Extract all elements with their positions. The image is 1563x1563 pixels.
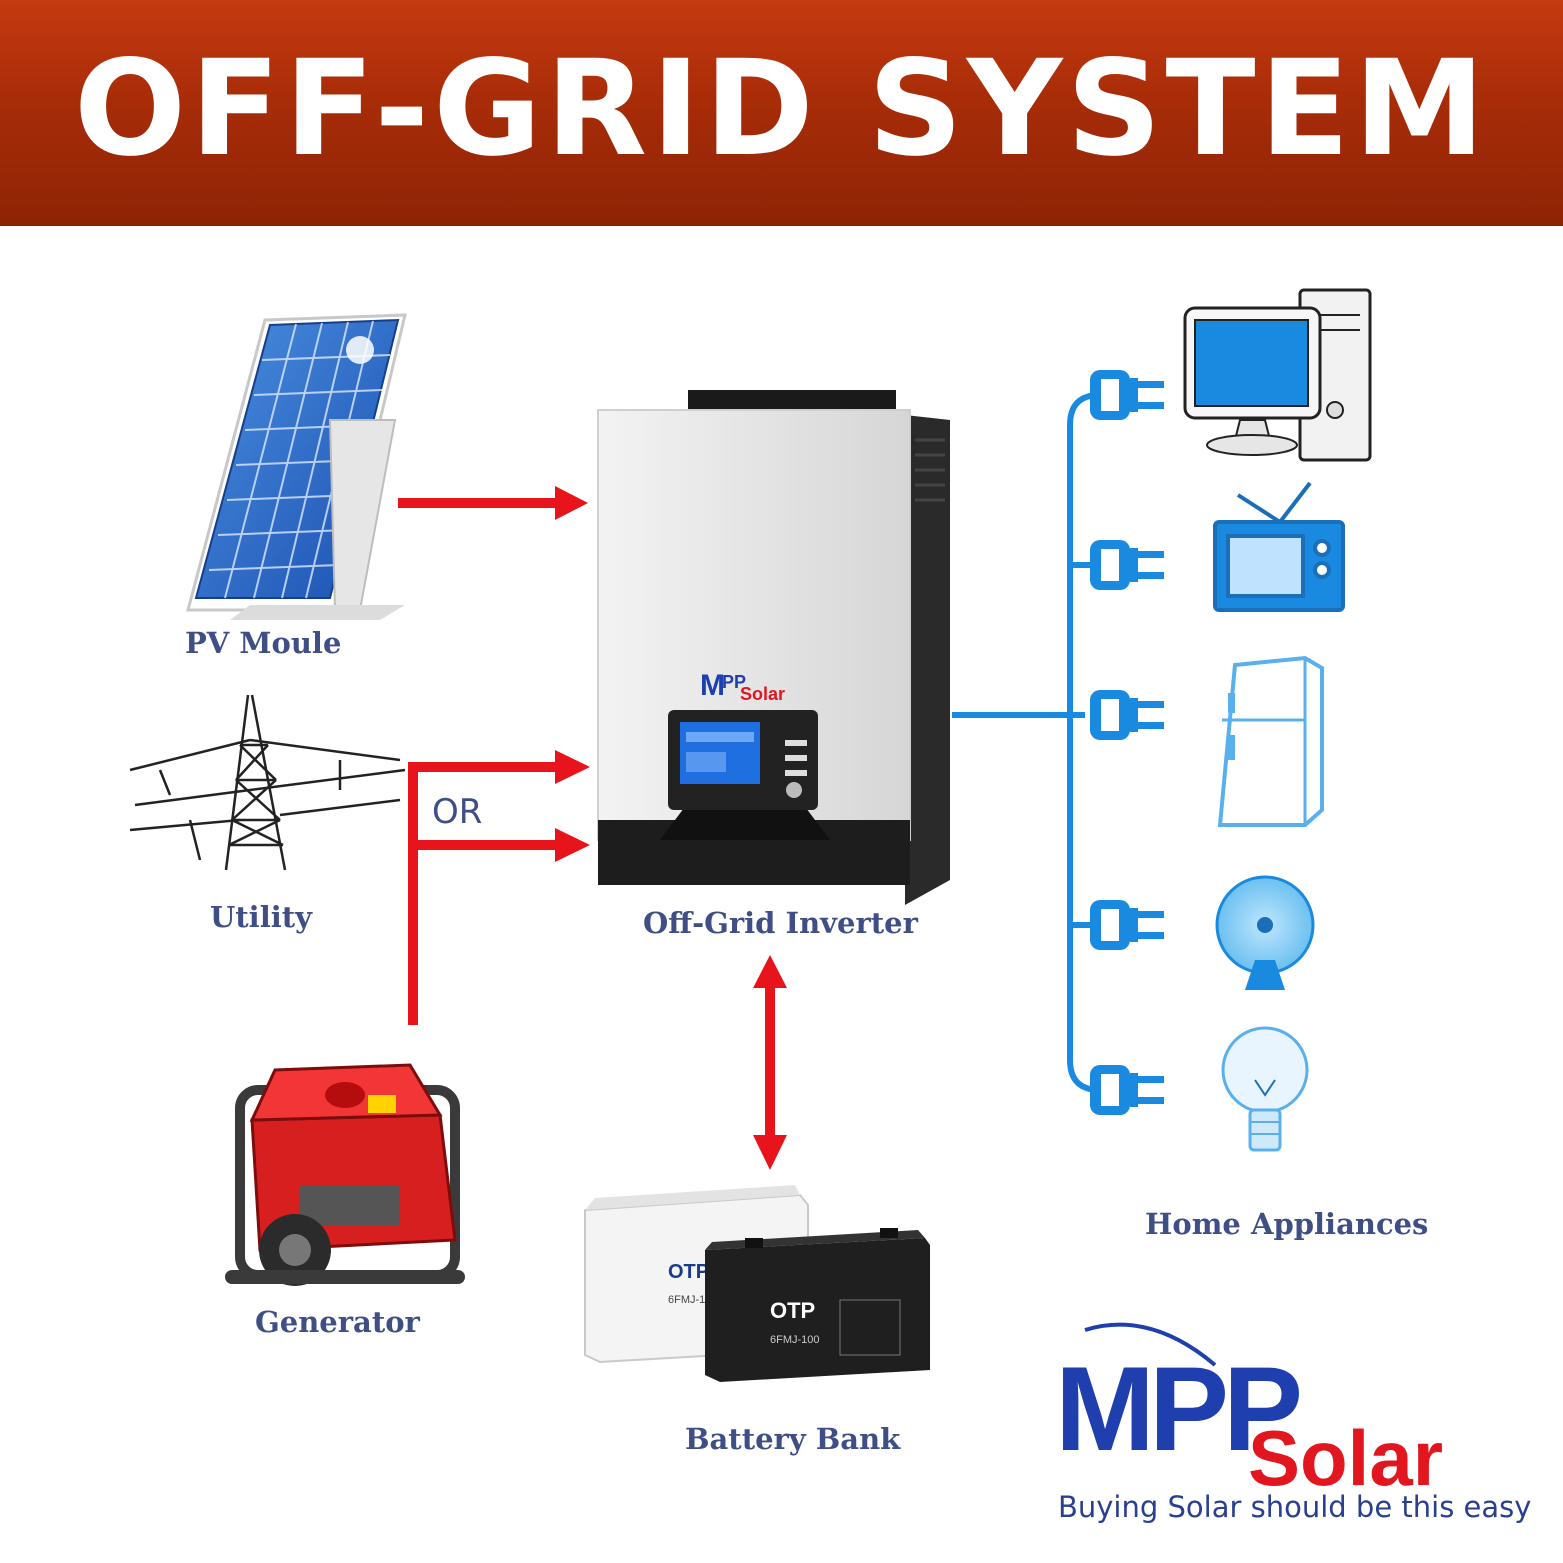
red-power-arrows bbox=[398, 486, 787, 1170]
battery-bank-illustration: OTP 6FMJ-100 OTP 6FMJ-100 bbox=[584, 1185, 930, 1382]
utility-label: Utility bbox=[210, 900, 312, 934]
pv-module-illustration bbox=[186, 313, 407, 620]
generator-label: Generator bbox=[255, 1305, 420, 1339]
page-title: OFF-GRID SYSTEM bbox=[73, 32, 1490, 186]
computer-icon bbox=[1183, 288, 1372, 462]
fan-icon bbox=[1215, 875, 1315, 990]
title-banner: OFF-GRID SYSTEM bbox=[0, 0, 1563, 226]
refrigerator-icon bbox=[1217, 655, 1324, 827]
plug-tv bbox=[1090, 540, 1164, 590]
inverter-logo-solar: Solar bbox=[740, 684, 785, 704]
plug-computer bbox=[1090, 370, 1164, 420]
battery-black-model: 6FMJ-100 bbox=[770, 1334, 820, 1346]
inverter-logo-m: M bbox=[700, 669, 725, 702]
brand-mpp: MPP bbox=[1055, 1342, 1299, 1476]
plug-fridge bbox=[1090, 690, 1164, 740]
tv-icon bbox=[1213, 481, 1345, 612]
brand-solar: Solar bbox=[1248, 1414, 1443, 1502]
home-appliances-label: Home Appliances bbox=[1145, 1207, 1429, 1241]
inverter-label: Off-Grid Inverter bbox=[643, 906, 918, 940]
pv-module-label: PV Moule bbox=[185, 626, 342, 660]
battery-bank-label: Battery Bank bbox=[685, 1422, 901, 1456]
appliance-plugs bbox=[1090, 370, 1164, 1115]
plug-fan bbox=[1090, 900, 1164, 950]
plug-bulb bbox=[1090, 1065, 1164, 1115]
battery-white-brand: OTP bbox=[668, 1261, 709, 1283]
utility-tower-illustration bbox=[129, 694, 406, 871]
brand-tagline: Buying Solar should be this easy bbox=[1058, 1490, 1532, 1524]
generator-illustration bbox=[225, 1063, 465, 1286]
light-bulb-icon bbox=[1221, 1026, 1309, 1152]
battery-black-brand: OTP bbox=[770, 1298, 815, 1323]
or-label: OR bbox=[432, 792, 483, 832]
inverter-logo-pp: PP bbox=[722, 672, 746, 692]
off-grid-inverter-illustration: M PP Solar bbox=[597, 390, 950, 905]
appliance-cable-tree bbox=[952, 392, 1101, 1093]
mpp-solar-logo: MPP Solar bbox=[1055, 1322, 1443, 1502]
